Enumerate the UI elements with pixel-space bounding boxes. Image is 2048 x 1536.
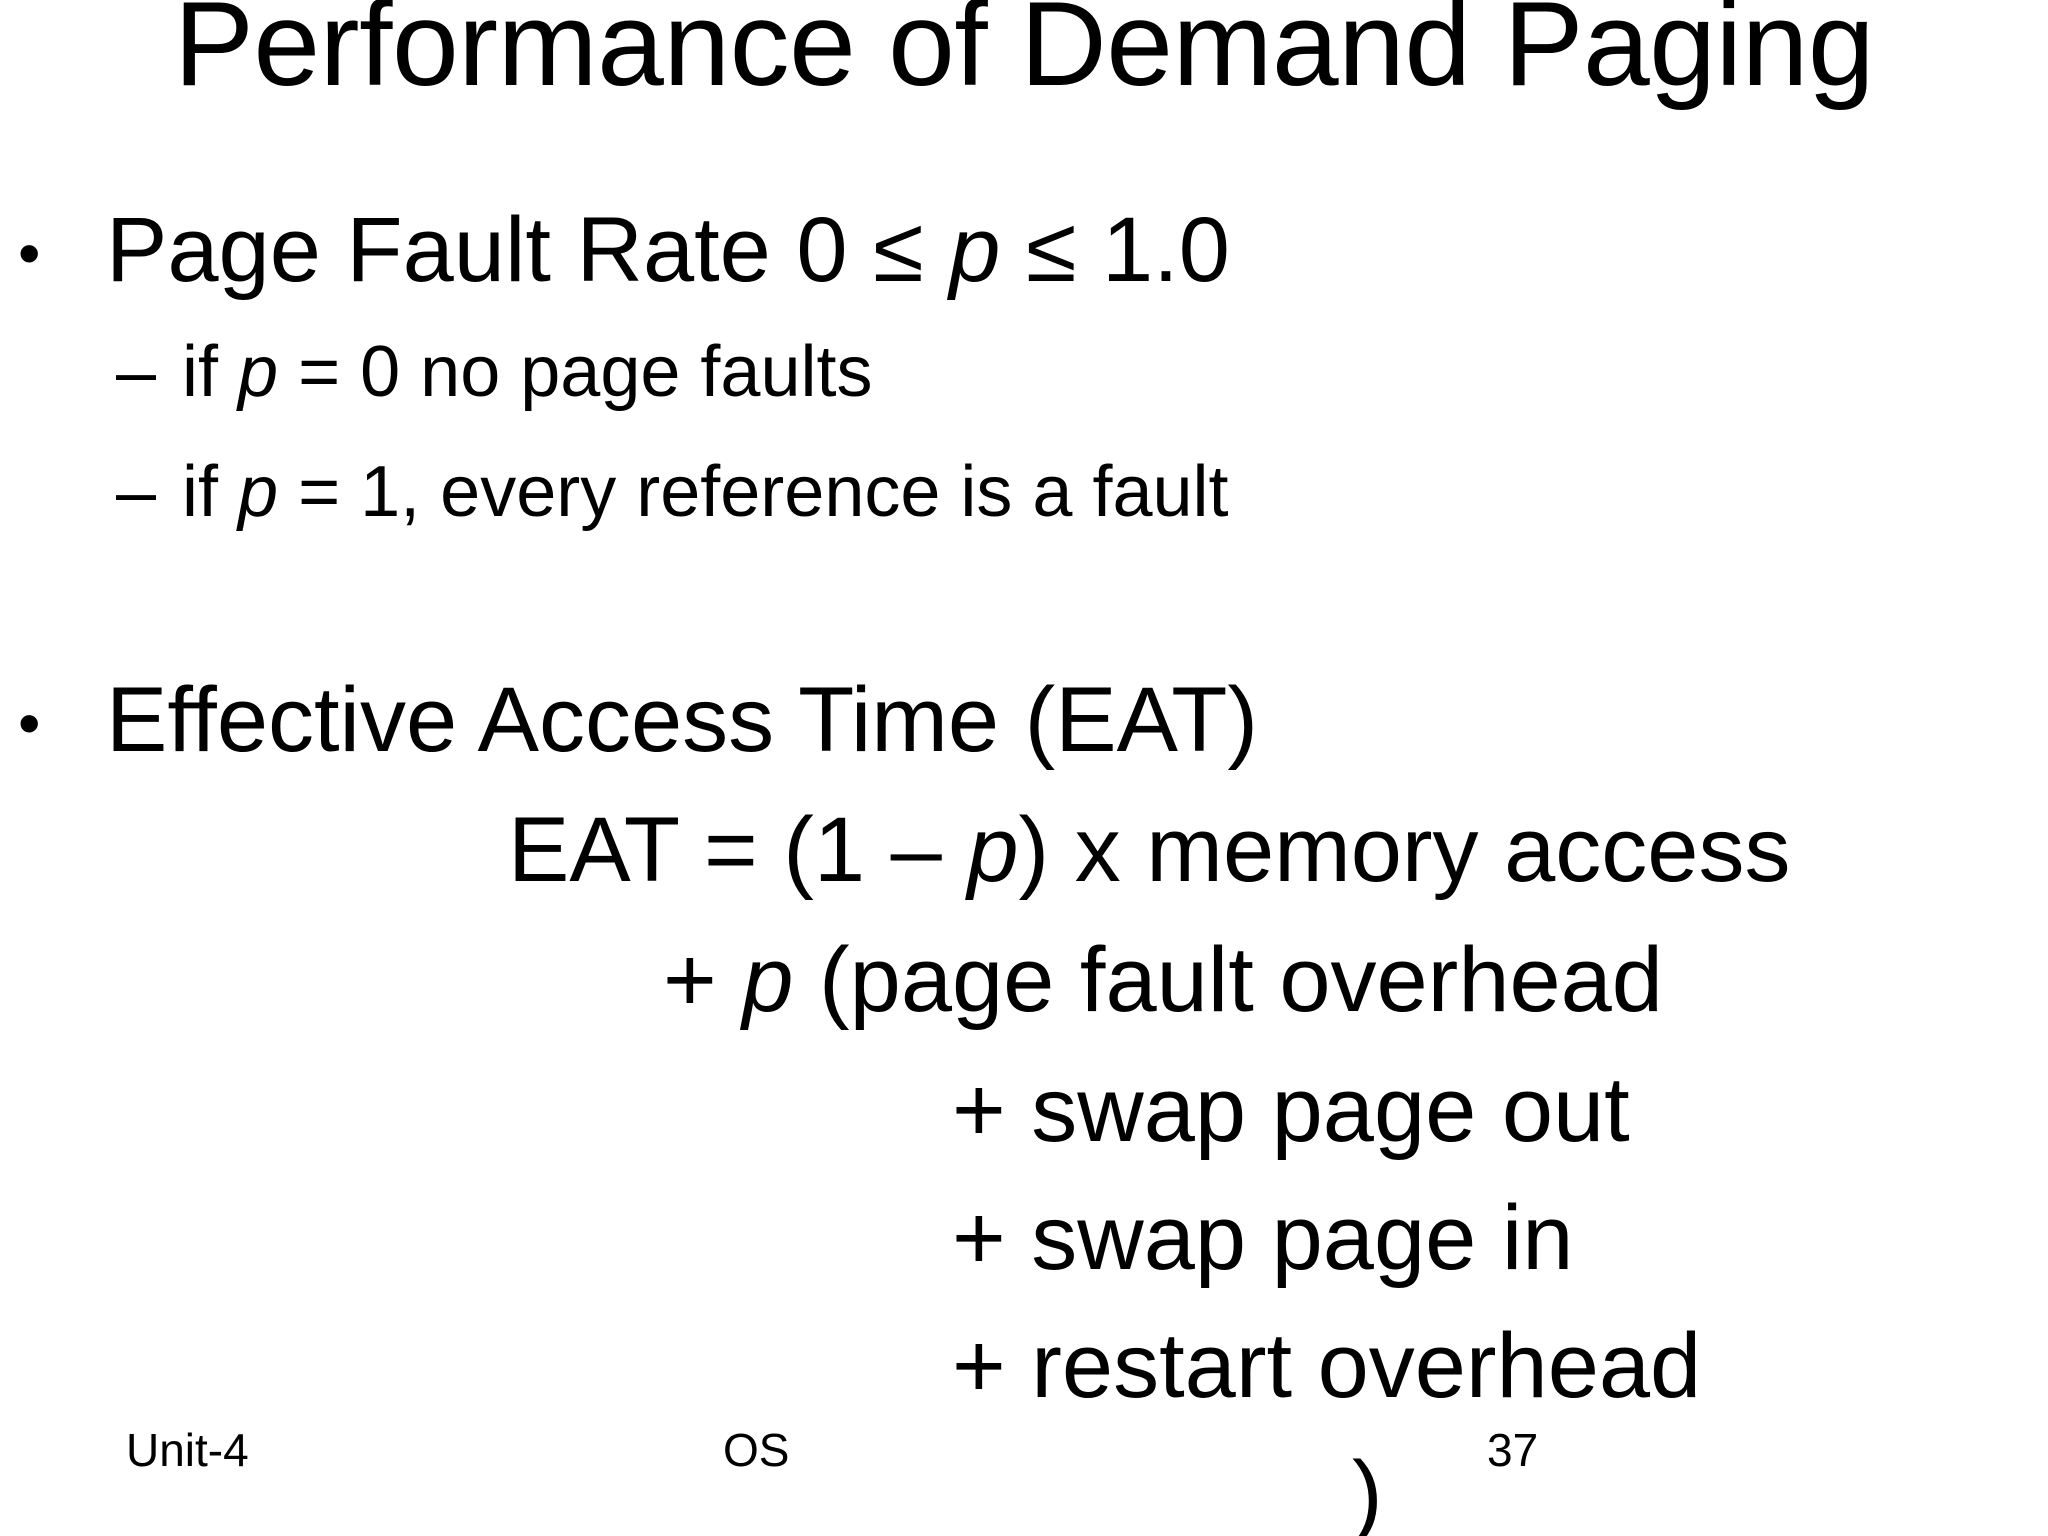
bullet-dot-icon: • [18, 687, 41, 759]
bullet-dash-icon: – [116, 332, 157, 412]
formula-closing-paren: ) [1352, 1443, 1383, 1536]
formula-line-restart-overhead: + restart overhead [952, 1315, 1702, 1417]
formula-line-eat-memory-access: EAT = (1 – p) x memory access [508, 800, 1790, 900]
text-run: Page Fault Rate 0 [106, 199, 874, 301]
text-run: ≤ [873, 199, 924, 301]
bullet-dash-icon: – [116, 452, 157, 532]
text-run: = 1, every reference is a fault [278, 452, 1229, 532]
text-run [1000, 199, 1026, 301]
text-run: if [182, 332, 239, 412]
text-run [924, 199, 950, 301]
text-run: ) x memory access [1018, 799, 1791, 901]
text-run: if [182, 452, 239, 532]
footer-course-label: OS [723, 1424, 790, 1476]
variable-p: p [949, 199, 1001, 301]
sub-bullet-item-p-equals-zero: – if p = 0 no page faults [116, 332, 873, 412]
bullet-label-effective-access-time: Effective Access Time (EAT) [106, 669, 1259, 771]
variable-p: p [742, 929, 794, 1031]
sub-bullet-item-p-equals-one: – if p = 1, every reference is a fault [116, 452, 1229, 532]
variable-p: p [967, 799, 1019, 901]
sub-bullet-label-p-equals-one: if p = 1, every reference is a fault [182, 452, 1229, 532]
text-run: = 0 no page faults [278, 332, 873, 412]
footer-page-number: 37 [1487, 1424, 1539, 1476]
text-run: (page fault overhead [793, 929, 1663, 1031]
bullet-item-page-fault-rate: • Page Fault Rate 0 ≤ p ≤ 1.0 [18, 200, 1230, 309]
text-run: ≤ [1025, 199, 1077, 301]
sub-bullet-label-p-equals-zero: if p = 0 no page faults [182, 332, 873, 412]
bullet-item-effective-access-time: • Effective Access Time (EAT) [18, 670, 1258, 779]
bullet-dot-icon: • [18, 217, 41, 289]
text-run: EAT = (1 – [508, 799, 968, 901]
variable-p: p [238, 332, 279, 412]
text-run: + [663, 929, 743, 1031]
bullet-label-page-fault-rate: Page Fault Rate 0 ≤ p ≤ 1.0 [106, 200, 1230, 300]
formula-line-swap-page-in: + swap page in [952, 1187, 1574, 1289]
formula-line-page-fault-overhead: + p (page fault overhead [663, 930, 1663, 1030]
variable-p: p [238, 452, 279, 532]
formula-line-swap-page-out: + swap page out [952, 1059, 1630, 1161]
page-title: Performance of Demand Paging [173, 0, 1875, 111]
footer-unit-label: Unit-4 [126, 1424, 249, 1476]
text-run: 1.0 [1076, 199, 1230, 301]
